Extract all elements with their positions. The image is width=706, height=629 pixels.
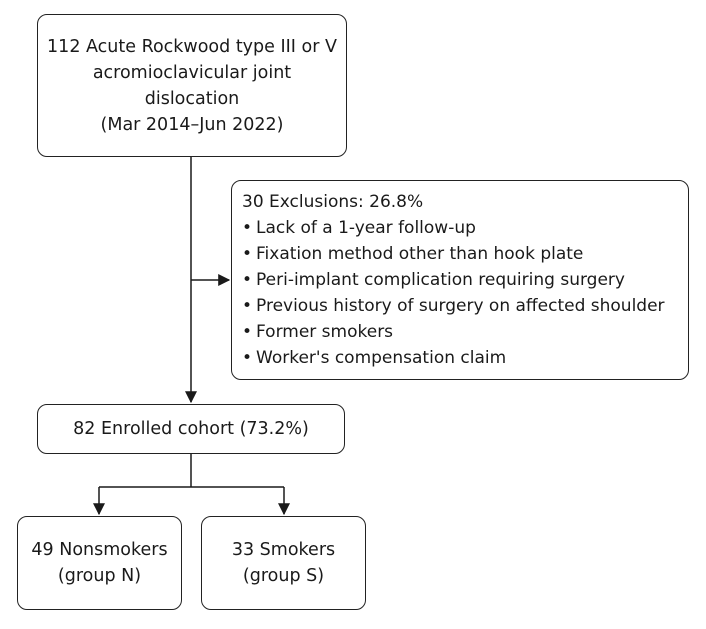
exclusion-item-text: Previous history of surgery on affected …	[256, 296, 665, 316]
exclusion-item-text: Peri-implant complication requiring surg…	[256, 270, 625, 290]
group-n-line-1: 49 Nonsmokers	[31, 540, 168, 560]
group-n-line-2: (group N)	[57, 566, 142, 586]
exclusion-item: •Previous history of surgery on affected…	[242, 293, 688, 319]
initial-population-box: 112 Acute Rockwood type III or V acromio…	[37, 14, 347, 157]
bullet-icon: •	[242, 270, 253, 290]
exclusion-item: •Worker's compensation claim	[242, 345, 688, 371]
bullet-icon: •	[242, 322, 253, 342]
group-s-box: 33 Smokers (group S)	[201, 516, 366, 610]
enrolled-cohort-label: 82 Enrolled cohort (73.2%)	[73, 419, 309, 439]
initial-population-line-3: dislocation	[144, 88, 240, 109]
exclusion-item: •Lack of a 1-year follow-up	[242, 215, 688, 241]
bullet-icon: •	[242, 348, 253, 368]
group-s-line-2: (group S)	[242, 566, 325, 586]
exclusions-title: 30 Exclusions: 26.8%	[242, 192, 424, 212]
exclusion-item: •Peri-implant complication requiring sur…	[242, 267, 688, 293]
initial-population-line-4: (Mar 2014–Jun 2022)	[100, 114, 284, 135]
bullet-icon: •	[242, 218, 253, 238]
initial-population-line-1: 112 Acute Rockwood type III or V	[47, 36, 337, 57]
exclusion-item-text: Worker's compensation claim	[256, 348, 507, 368]
bullet-icon: •	[242, 296, 253, 316]
exclusion-item: •Fixation method other than hook plate	[242, 241, 688, 267]
initial-population-line-2: acromioclavicular joint	[92, 62, 292, 83]
exclusion-item: •Former smokers	[242, 319, 688, 345]
group-n-box: 49 Nonsmokers (group N)	[17, 516, 182, 610]
exclusions-box: 30 Exclusions: 26.8% •Lack of a 1-year f…	[231, 180, 689, 380]
bullet-icon: •	[242, 244, 253, 264]
exclusion-item-text: Lack of a 1-year follow-up	[256, 218, 476, 238]
exclusion-item-text: Fixation method other than hook plate	[256, 244, 584, 264]
group-s-line-1: 33 Smokers	[231, 540, 336, 560]
exclusion-item-text: Former smokers	[256, 322, 394, 342]
enrolled-cohort-box: 82 Enrolled cohort (73.2%)	[37, 404, 345, 454]
